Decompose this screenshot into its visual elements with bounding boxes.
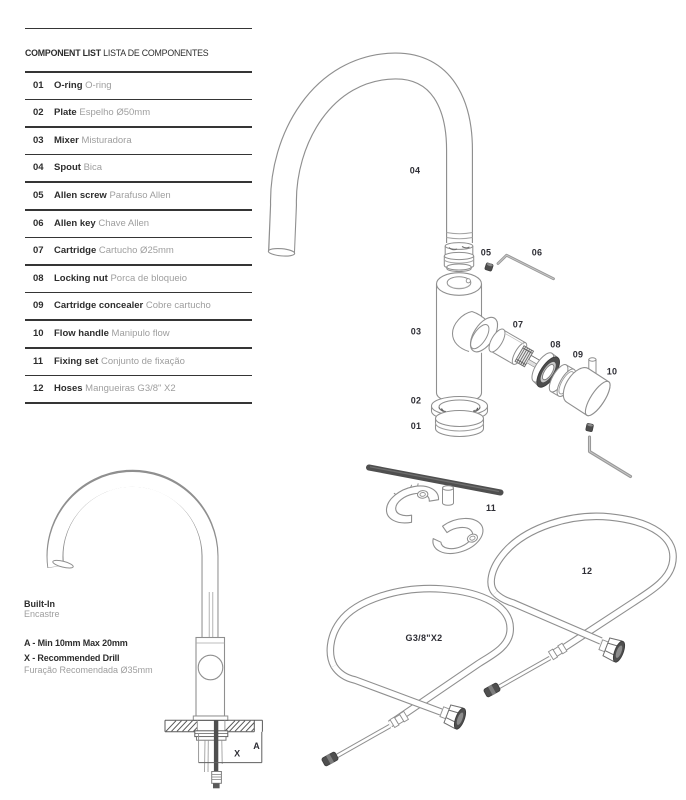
svg-text:02: 02	[411, 396, 422, 406]
svg-text:09: 09	[573, 350, 584, 360]
svg-text:06: 06	[532, 248, 543, 258]
svg-text:10: 10	[607, 367, 618, 377]
svg-text:12: 12	[582, 566, 593, 576]
svg-text:05: 05	[481, 248, 492, 258]
svg-text:A: A	[253, 741, 260, 751]
svg-text:11: 11	[486, 503, 496, 513]
svg-text:03: 03	[411, 327, 422, 337]
svg-text:G3/8"X2: G3/8"X2	[406, 633, 443, 643]
svg-text:X: X	[234, 749, 240, 759]
svg-text:07: 07	[513, 320, 524, 330]
svg-text:01: 01	[411, 421, 422, 431]
svg-text:08: 08	[550, 340, 561, 350]
svg-text:04: 04	[410, 166, 421, 176]
